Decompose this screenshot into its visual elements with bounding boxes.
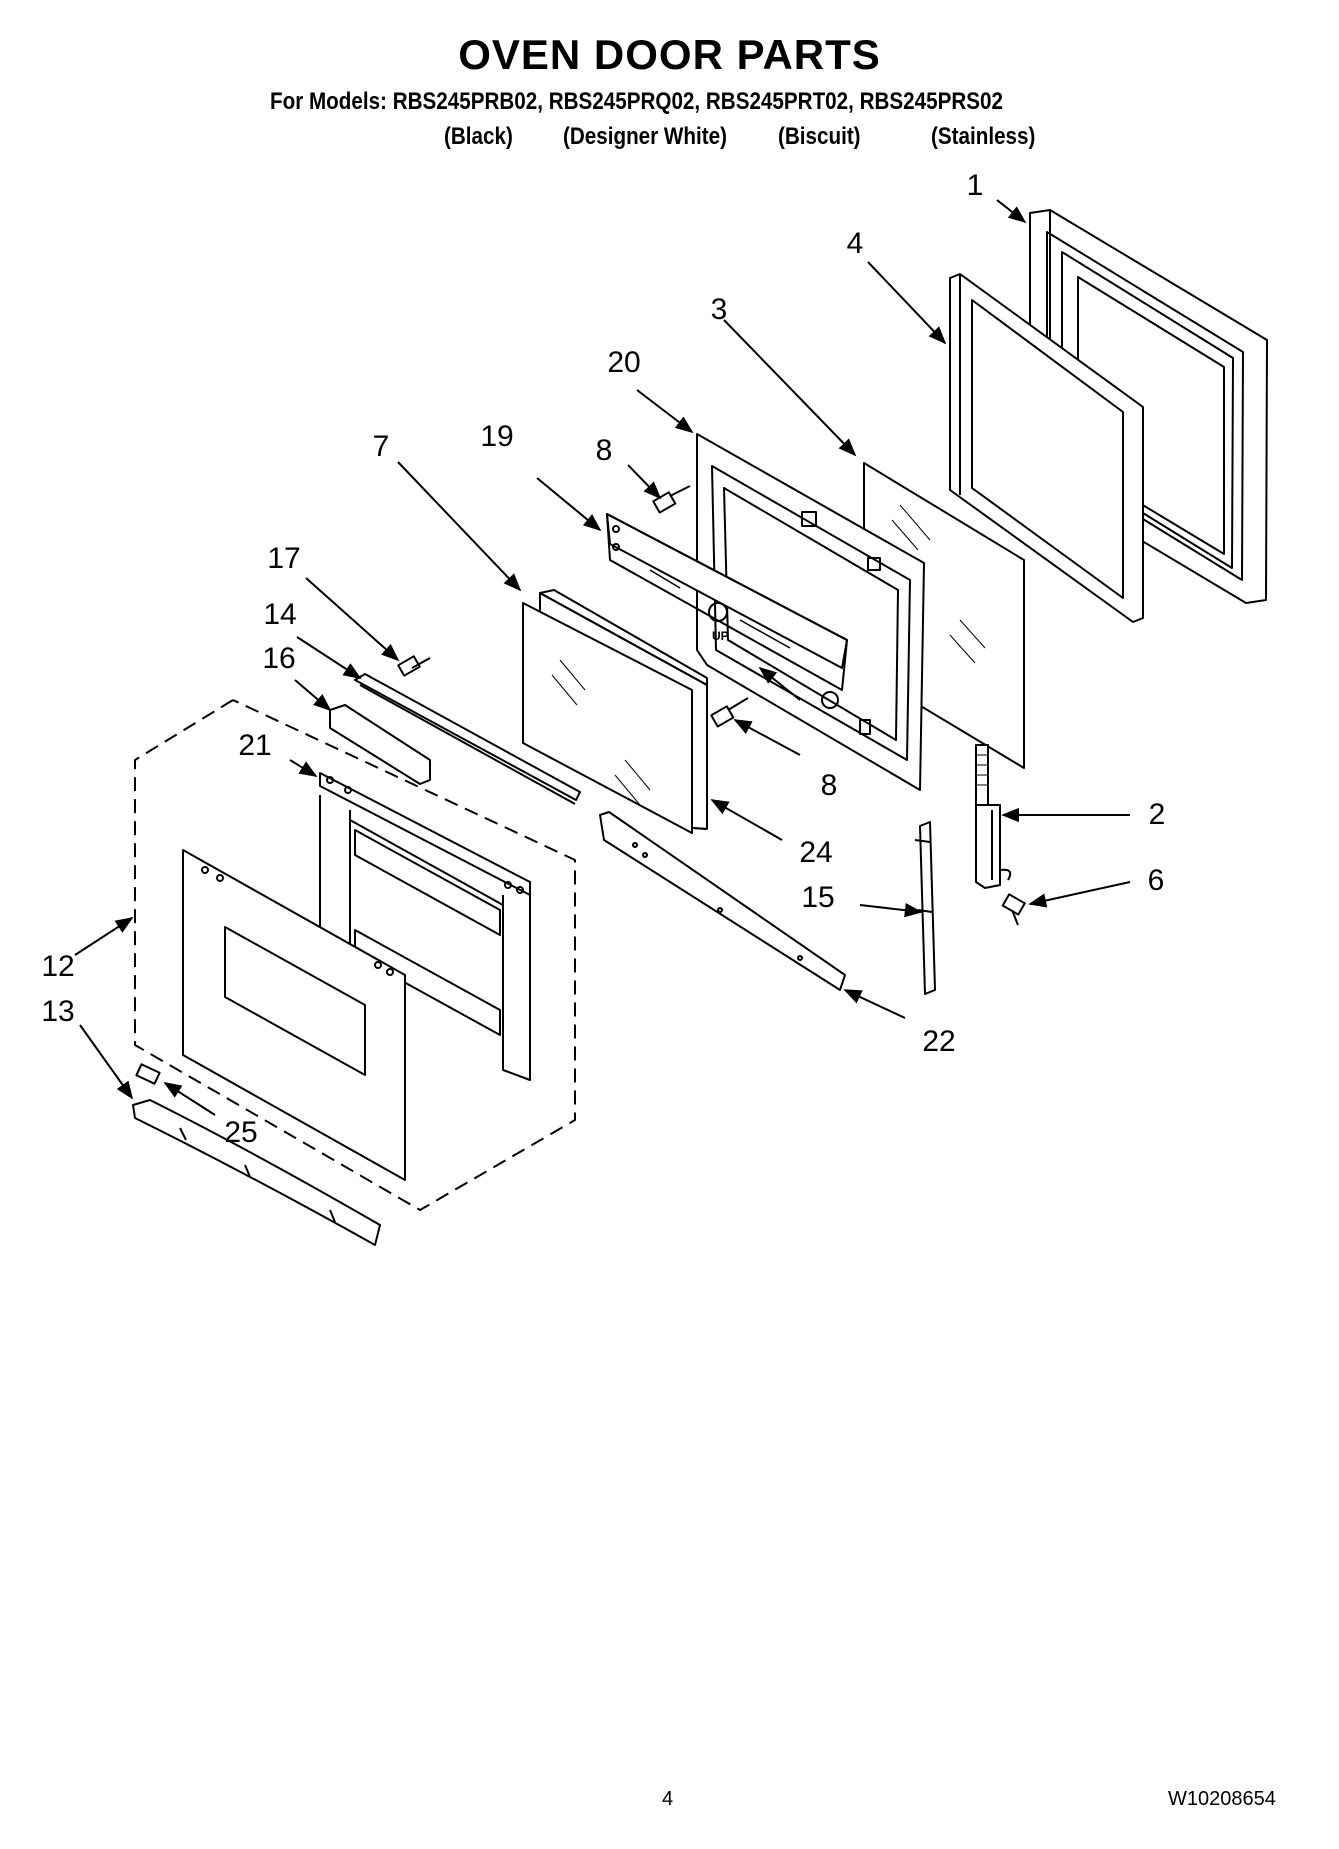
- callout-19: 19: [480, 420, 514, 453]
- callout-4: 4: [846, 227, 864, 260]
- part-8-screw-upper: [652, 485, 691, 514]
- callout-25: 25: [224, 1116, 258, 1149]
- callout-17: 17: [267, 542, 301, 575]
- page-number: 4: [662, 1788, 674, 1810]
- callout-6: 6: [1147, 864, 1165, 897]
- callout-24: 24: [799, 836, 833, 869]
- part-19-baffle-plate: [606, 513, 848, 691]
- callout-7: 7: [372, 430, 390, 463]
- color-label-biscuit: (Biscuit): [778, 123, 861, 150]
- callout-8-lower: 8: [820, 769, 838, 802]
- callout-leaders: [74, 199, 1131, 1116]
- part-12-inner-panel: [319, 795, 531, 1081]
- document-number: W10208654: [1168, 1788, 1276, 1810]
- part-12-outer-panel: [182, 849, 406, 1181]
- part-15-hinge-receiver: [914, 821, 936, 995]
- callout-3: 3: [710, 293, 728, 326]
- color-label-stainless: (Stainless): [931, 123, 1036, 150]
- part-14-vent-trim: [354, 673, 581, 805]
- part-6-screw: [1001, 893, 1026, 926]
- page-title: OVEN DOOR PARTS: [458, 31, 881, 78]
- part-13-door-handle: [132, 1099, 381, 1246]
- part-25-end-cap: [135, 1063, 161, 1085]
- callout-22: 22: [922, 1025, 956, 1058]
- part-marking-up: UP: [712, 629, 729, 643]
- color-label-black: (Black): [444, 123, 513, 150]
- callout-21: 21: [238, 729, 272, 762]
- part-8-screw-lower: [710, 697, 749, 728]
- callout-1: 1: [966, 169, 984, 202]
- callout-14: 14: [263, 598, 297, 631]
- callout-12: 12: [41, 950, 75, 983]
- callout-20: 20: [607, 346, 641, 379]
- part-17-screw: [397, 655, 431, 677]
- models-line: For Models: RBS245PRB02, RBS245PRQ02, RB…: [270, 88, 1004, 115]
- part-4-door-gasket-frame: [949, 273, 1144, 623]
- callout-13: 13: [41, 995, 75, 1028]
- callout-2: 2: [1148, 798, 1166, 831]
- part-24-glass-spacer: [692, 827, 708, 830]
- part-12-door-assembly-outline: [134, 699, 576, 1211]
- part-7-glass-pack: [522, 589, 708, 834]
- part-22-lower-trim: [599, 811, 846, 991]
- callout-15: 15: [801, 881, 835, 914]
- part-16-vent-deflector: [329, 704, 431, 785]
- color-label-designer-white: (Designer White): [563, 123, 727, 150]
- part-21-bracket: [319, 772, 531, 896]
- callout-8-upper: 8: [595, 434, 613, 467]
- callout-16: 16: [262, 642, 296, 675]
- part-2-hinge: [975, 744, 1012, 889]
